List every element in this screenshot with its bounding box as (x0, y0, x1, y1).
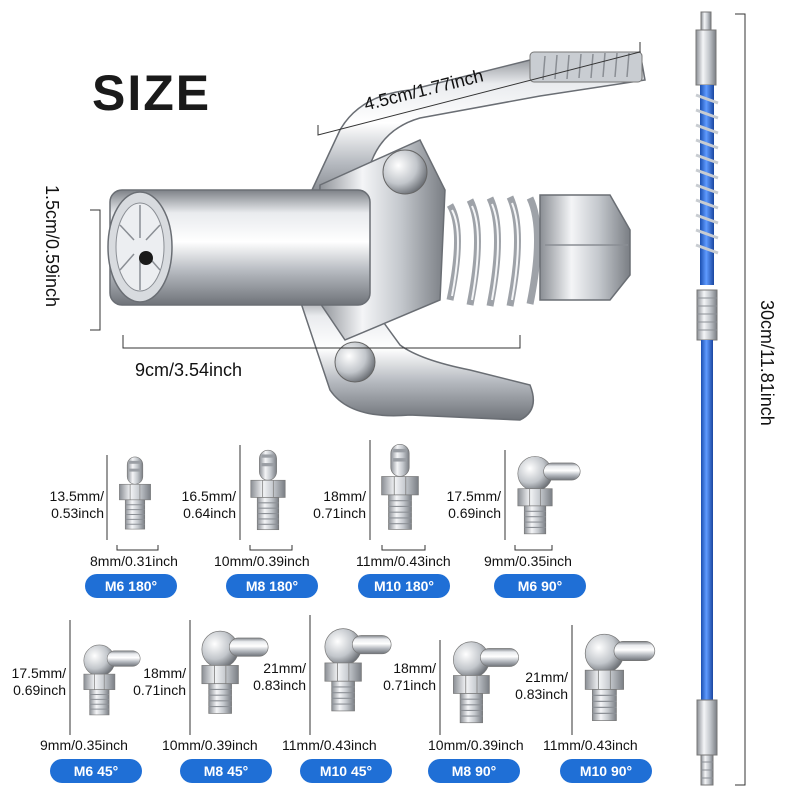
fitting-height-label: 18mm/ 0.71inch (133, 665, 186, 698)
fitting-height-label: 18mm/ 0.71inch (313, 488, 366, 521)
fitting-width-label: 8mm/0.31inch (90, 553, 178, 569)
fitting-width-label: 11mm/0.43inch (282, 737, 377, 753)
fitting-width-label: 10mm/0.39inch (162, 737, 258, 753)
fitting-width-label: 10mm/0.39inch (428, 737, 524, 753)
hose-dimension-line (735, 13, 746, 786)
fitting-width-label: 9mm/0.35inch (40, 737, 128, 753)
fitting-width-label: 11mm/0.43inch (543, 737, 638, 753)
fitting-badge: M10 90° (560, 759, 652, 783)
grease-coupler-image (107, 51, 646, 421)
fitting-badge: M6 180° (85, 574, 177, 598)
fitting-badge: M8 45° (180, 759, 272, 783)
fitting-width-label: 9mm/0.35inch (484, 553, 572, 569)
gun-diameter-label: 1.5cm/0.59inch (42, 185, 62, 308)
fittings-row-2-images (69, 615, 656, 735)
fitting-height-label: 17.5mm/ 0.69inch (446, 488, 501, 521)
fitting-badge: M8 90° (428, 759, 520, 783)
flexible-hose-image (695, 11, 719, 786)
fitting-height-label: 21mm/ 0.83inch (515, 669, 568, 702)
fitting-width-label: 10mm/0.39inch (214, 553, 310, 569)
fitting-badge: M6 45° (50, 759, 142, 783)
fitting-badge: M6 90° (494, 574, 586, 598)
size-title: SIZE (92, 65, 212, 121)
fitting-height-label: 18mm/ 0.71inch (383, 660, 436, 693)
fitting-width-label: 11mm/0.43inch (356, 553, 451, 569)
fitting-height-label: 21mm/ 0.83inch (253, 660, 306, 693)
fitting-badge: M8 180° (226, 574, 318, 598)
fittings-row-1-images (106, 440, 581, 551)
gun-dimension-lines (90, 42, 641, 349)
fitting-height-label: 13.5mm/ 0.53inch (49, 488, 104, 521)
fitting-badge: M10 180° (358, 574, 450, 598)
fitting-badge: M10 45° (300, 759, 392, 783)
gun-length-label: 9cm/3.54inch (135, 360, 243, 380)
fitting-height-label: 17.5mm/ 0.69inch (11, 665, 66, 698)
hose-length-label: 30cm/11.81inch (757, 300, 777, 426)
fitting-height-label: 16.5mm/ 0.64inch (181, 488, 236, 521)
